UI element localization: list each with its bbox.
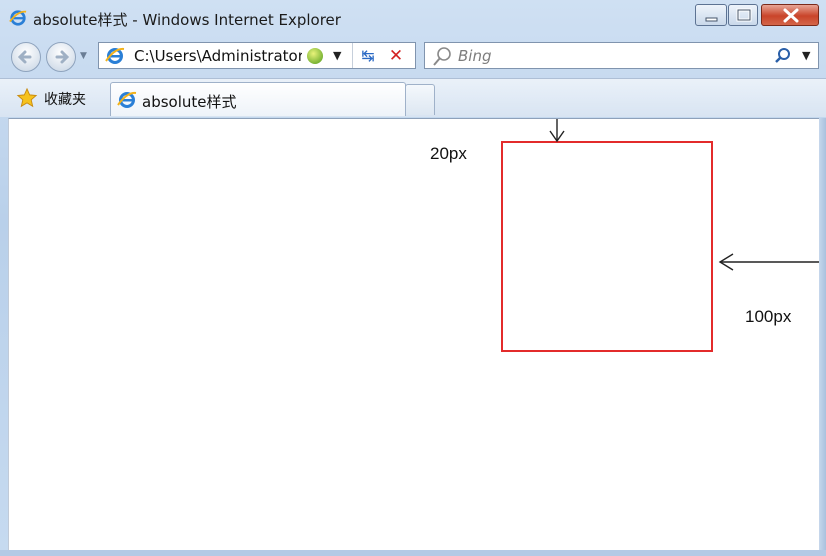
address-divider (352, 43, 353, 68)
tab-label: absolute样式 (142, 93, 237, 111)
top-offset-label: 20px (430, 144, 467, 163)
favorites-label: 收藏夹 (44, 92, 86, 108)
window-title: absolute样式 - Windows Internet Explorer (33, 11, 341, 29)
search-provider-icon (433, 47, 451, 66)
search-box[interactable]: Bing ▼ (424, 42, 819, 69)
minimize-icon (705, 17, 718, 22)
recent-pages-dropdown[interactable]: ▼ (80, 51, 87, 61)
minimize-button[interactable] (695, 4, 727, 26)
back-arrow-icon (17, 50, 32, 64)
back-button[interactable] (11, 42, 41, 72)
search-icon[interactable] (773, 46, 793, 66)
navigation-bar: ▼ C:\Users\Administrator\ ▼ ↹ ✕ Bing (0, 36, 826, 76)
close-icon (783, 8, 799, 23)
close-button[interactable] (761, 4, 819, 26)
right-offset-label: 100px (745, 307, 792, 326)
page-content: 20px 100px (8, 118, 820, 551)
window-frame-right (819, 118, 826, 556)
maximize-icon (736, 8, 752, 22)
window-frame-bottom (0, 550, 826, 556)
favorites-star-icon (16, 87, 38, 108)
tab-ie-icon (117, 91, 137, 108)
address-input[interactable]: C:\Users\Administrator\ (134, 47, 302, 65)
ie-logo-icon (9, 10, 27, 26)
search-options-dropdown[interactable]: ▼ (802, 49, 811, 62)
refresh-icon[interactable]: ↹ (361, 46, 375, 65)
maximize-button[interactable] (728, 4, 758, 26)
compatibility-view-icon[interactable] (307, 48, 323, 64)
offset-arrows (549, 119, 820, 271)
stop-icon[interactable]: ✕ (388, 46, 404, 66)
forward-arrow-icon (55, 50, 70, 64)
title-bar: absolute样式 - Windows Internet Explorer (0, 0, 826, 36)
address-dropdown-icon[interactable]: ▼ (333, 49, 342, 62)
address-bar[interactable]: C:\Users\Administrator\ ▼ ↹ ✕ (98, 42, 416, 69)
top-offset-arrow-icon (549, 119, 565, 143)
right-offset-arrow-icon (718, 253, 820, 271)
tab-absolute[interactable]: absolute样式 (110, 82, 406, 116)
new-tab-button[interactable] (405, 84, 435, 115)
forward-button[interactable] (46, 42, 76, 72)
favorites-button[interactable]: 收藏夹 (12, 85, 98, 111)
search-input[interactable]: Bing (458, 47, 492, 65)
page-ie-icon (105, 47, 125, 64)
favorites-bar: 收藏夹 absolute样式 (0, 78, 826, 117)
absolute-positioned-box (501, 141, 713, 352)
